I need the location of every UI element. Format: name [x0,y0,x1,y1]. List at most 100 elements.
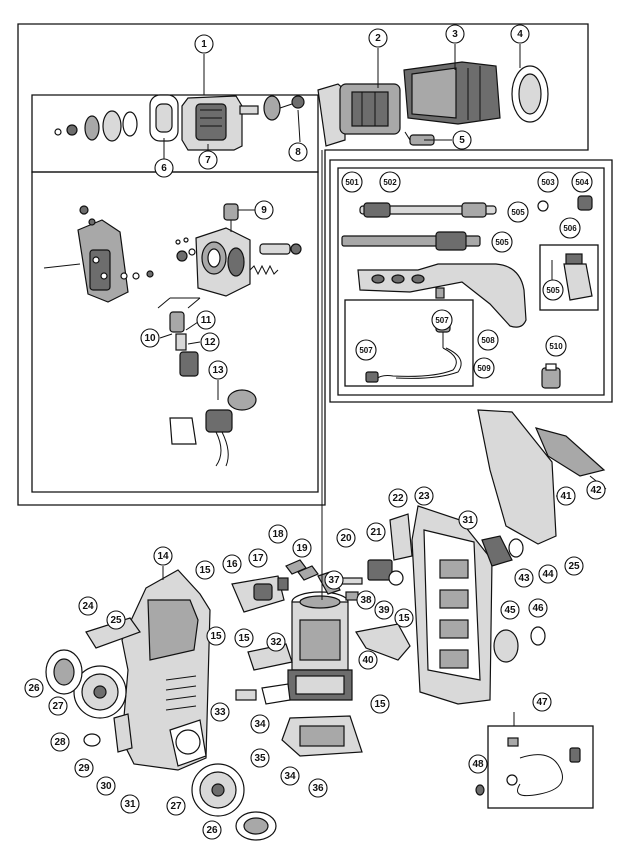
callout-12: 12 [200,332,220,352]
callout-39: 39 [374,600,394,620]
callout-label: 507 [359,346,373,355]
callout-label: 26 [206,825,218,836]
pump-head-assembly [43,203,302,467]
callout-circle [74,758,94,778]
callout-circle [355,339,377,361]
callout-label: 30 [100,781,112,792]
right-housing-group [389,409,606,705]
callout-47: 47 [532,692,552,712]
callout-label: 44 [542,569,554,580]
callout-label: 6 [161,163,167,174]
callout-45: 45 [500,600,520,620]
callout-label: 32 [270,637,282,648]
callout-19: 19 [292,538,312,558]
callout-label: 40 [362,655,374,666]
callout-label: 23 [418,491,430,502]
callout-circle [288,142,308,162]
callout-circle [48,696,68,716]
callout-label: 31 [124,799,136,810]
callout-circle [358,650,378,670]
callout-circle [202,820,222,840]
callout-circle [292,538,312,558]
callout-label: 48 [472,759,484,770]
callout-label: 501 [345,178,359,187]
callout-circle [510,24,530,44]
callout-21: 21 [366,522,386,542]
frame-group [17,23,613,809]
callout-circle [564,556,584,576]
callout-8: 8 [288,142,308,162]
callout-2: 2 [368,28,388,48]
callout-circle [532,692,552,712]
callout-circle [341,171,363,193]
callout-circle [308,778,328,798]
callout-circle [571,171,593,193]
callout-17: 17 [248,548,268,568]
callout-label: 45 [504,605,516,616]
callout-5: 5 [452,130,472,150]
callout-26b: 26 [202,820,222,840]
callout-label: 43 [518,573,530,584]
callout-3: 3 [445,24,465,44]
callout-label: 4 [517,29,523,40]
callout-27b: 27 [166,796,186,816]
callout-circle [414,486,434,506]
callout-label: 21 [370,527,382,538]
callout-502: 502 [379,171,401,193]
callout-4: 4 [510,24,530,44]
callout-circle [106,610,126,630]
callout-circle [280,766,300,786]
callout-29: 29 [74,758,94,778]
callout-circle [431,309,453,331]
callout-label: 16 [226,559,238,570]
callout-40: 40 [358,650,378,670]
callout-circle [473,357,495,379]
callout-circle [140,328,160,348]
callout-label: 12 [204,337,216,348]
callout-circle [120,794,140,814]
callout-label: 35 [254,753,266,764]
outer-frame [17,23,589,506]
callout-label: 33 [214,707,226,718]
callout-label: 42 [590,485,602,496]
pump-head-frame [31,171,319,493]
callout-circle [374,600,394,620]
callout-501: 501 [341,171,363,193]
callout-circle [394,608,414,628]
callout-label: 15 [374,699,386,710]
callout-circle [166,796,186,816]
callout-label: 25 [568,561,580,572]
callout-35: 35 [250,748,270,768]
callout-circle [542,279,564,301]
callout-label: 1 [201,39,207,50]
callout-circle [452,130,472,150]
callout-label: 28 [54,737,66,748]
callout-circle [324,570,344,590]
callout-label: 507 [435,316,449,325]
callout-circle [445,24,465,44]
callout-25a: 25 [106,610,126,630]
callout-505c: 505 [542,279,564,301]
callout-507a: 507 [431,309,453,331]
callout-circle [586,480,606,500]
callout-label: 3 [452,29,458,40]
callout-circle [234,628,254,648]
callout-circle [154,158,174,178]
callout-23: 23 [414,486,434,506]
callout-15b: 15 [206,626,226,646]
callout-label: 37 [328,575,340,586]
callout-circle [538,564,558,584]
callout-label: 41 [560,491,572,502]
callout-label: 24 [82,601,94,612]
callout-label: 27 [170,801,182,812]
callout-circle [477,329,499,351]
callout-label: 504 [575,178,589,187]
callout-label: 2 [375,33,381,44]
callout-label: 19 [296,543,308,554]
callout-circle [198,150,218,170]
callout-label: 39 [378,605,390,616]
callout-circle [491,231,513,253]
callout-15d: 15 [394,608,414,628]
